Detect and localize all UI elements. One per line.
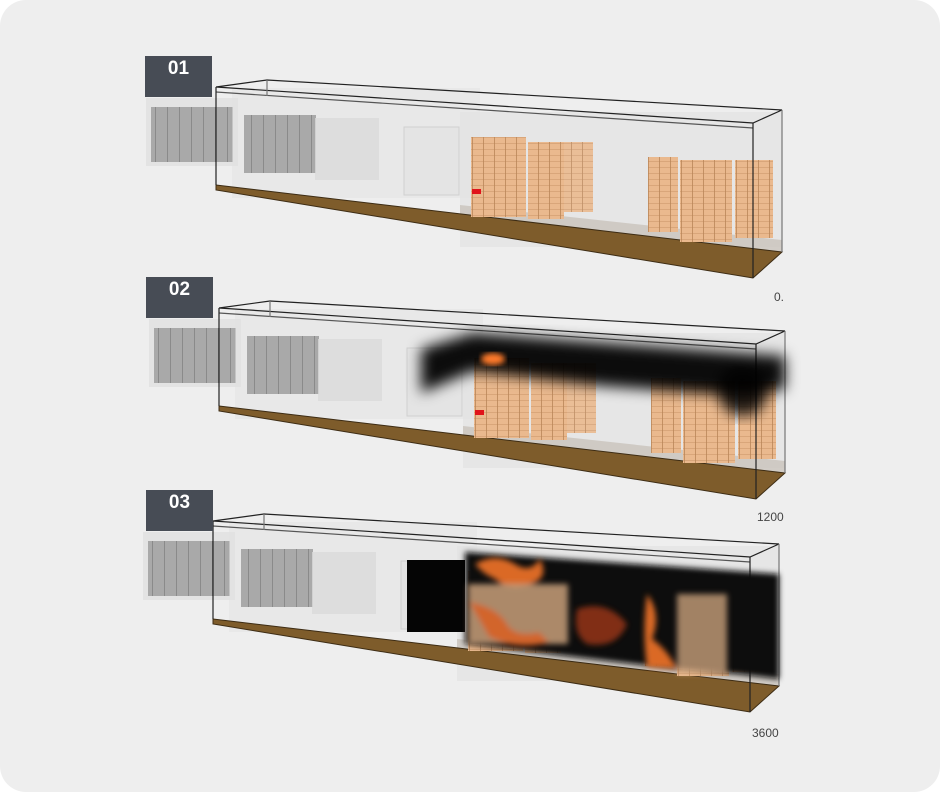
time-label: 3600: [752, 726, 779, 740]
scene-01: [145, 79, 783, 279]
panel-label: 02: [146, 277, 213, 318]
panel-label: 03: [146, 490, 213, 531]
ignition-point: [475, 410, 484, 415]
panel-label: 01: [145, 56, 212, 97]
scene-03: [142, 513, 780, 713]
time-label: 0.: [774, 290, 785, 304]
flames: [468, 558, 727, 674]
time-label: 1200: [757, 510, 784, 524]
smoke-layer: [421, 333, 785, 416]
ignition-point: [472, 189, 481, 194]
flame: [481, 353, 505, 365]
scene-02: [148, 300, 786, 500]
